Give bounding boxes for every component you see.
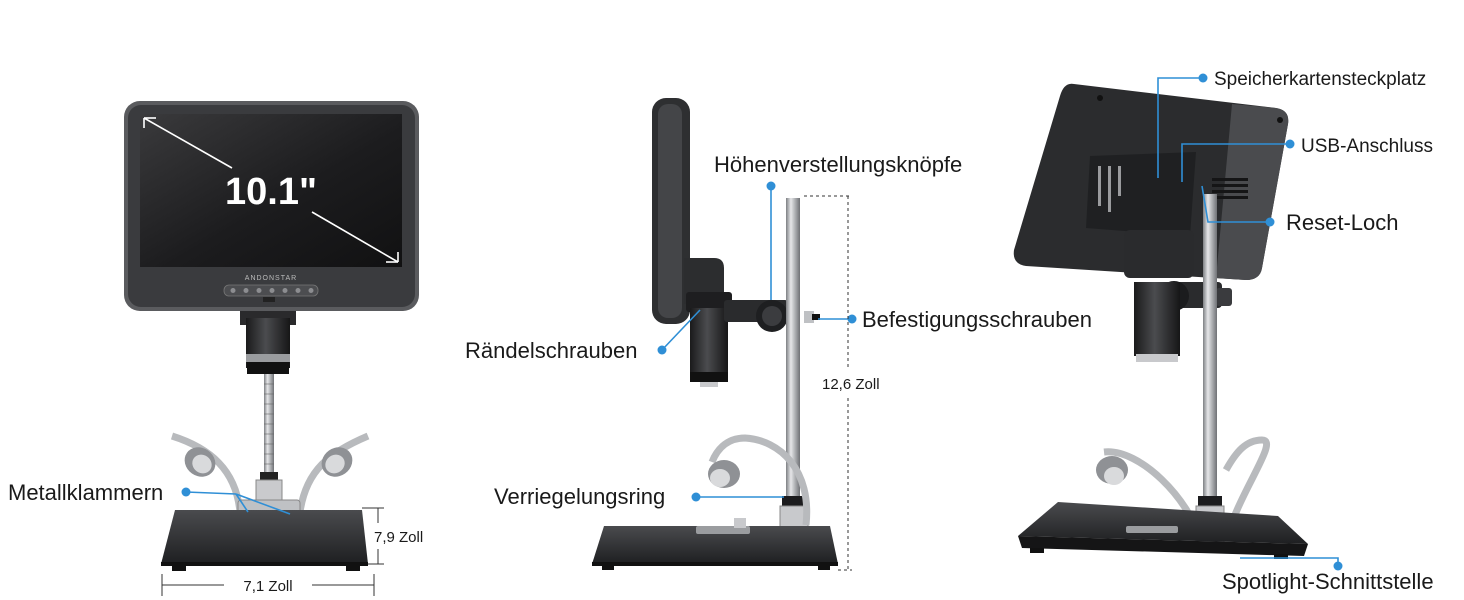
microscope-side-view <box>592 98 838 570</box>
callout-metal-clips: Metallklammern <box>8 480 291 515</box>
microscope-front-view: 10.1" ANDONSTAR <box>124 101 419 571</box>
dimension-height: 12,6 Zoll <box>804 195 880 571</box>
microscope-back-view <box>1013 83 1308 559</box>
knurled-screws-label: Rändelschrauben <box>465 338 637 363</box>
usb-port-label: USB-Anschluss <box>1301 136 1433 157</box>
screen-size-label: 10.1" <box>225 171 317 213</box>
metal-clips-label: Metallklammern <box>8 480 163 505</box>
dimension-width: 7,1 Zoll <box>161 574 375 596</box>
callout-mount-screws: Befestigungsschrauben <box>818 307 1092 332</box>
callout-usb-port: USB-Anschluss <box>1181 136 1433 182</box>
side-pillar <box>786 198 800 532</box>
width-label: 7,1 Zoll <box>243 578 292 595</box>
height-label: 12,6 Zoll <box>822 376 880 393</box>
callout-reset-hole: Reset-Loch <box>1201 185 1399 235</box>
callout-sd-slot: Speicherkartensteckplatz <box>1157 69 1426 178</box>
brand-logo: ANDONSTAR <box>245 275 297 282</box>
height-knobs-label: Höhenverstellungsknöpfe <box>714 152 962 177</box>
reset-hole-label: Reset-Loch <box>1286 210 1399 235</box>
sd-slot-label: Speicherkartensteckplatz <box>1214 69 1426 90</box>
back-camera <box>1134 282 1180 356</box>
mount-screws-label: Befestigungsschrauben <box>862 307 1092 332</box>
monitor-screen <box>140 114 402 267</box>
dimension-depth: 7,9 Zoll <box>362 507 423 565</box>
side-camera <box>690 308 728 376</box>
lock-ring-label: Verriegelungsring <box>494 484 665 509</box>
back-base <box>1018 502 1308 544</box>
spotlight-port-label: Spotlight-Schnittstelle <box>1222 569 1434 594</box>
callout-spotlight-port: Spotlight-Schnittstelle <box>1222 557 1434 594</box>
side-base <box>592 526 838 564</box>
callout-knurled-screws: Rändelschrauben <box>465 309 701 363</box>
callout-height-knobs: Höhenverstellungsknöpfe <box>714 152 962 300</box>
back-pillar <box>1203 194 1217 520</box>
pillar <box>264 374 274 478</box>
callout-lock-ring: Verriegelungsring <box>494 484 784 509</box>
depth-label: 7,9 Zoll <box>374 529 423 546</box>
base-plate <box>161 510 368 564</box>
